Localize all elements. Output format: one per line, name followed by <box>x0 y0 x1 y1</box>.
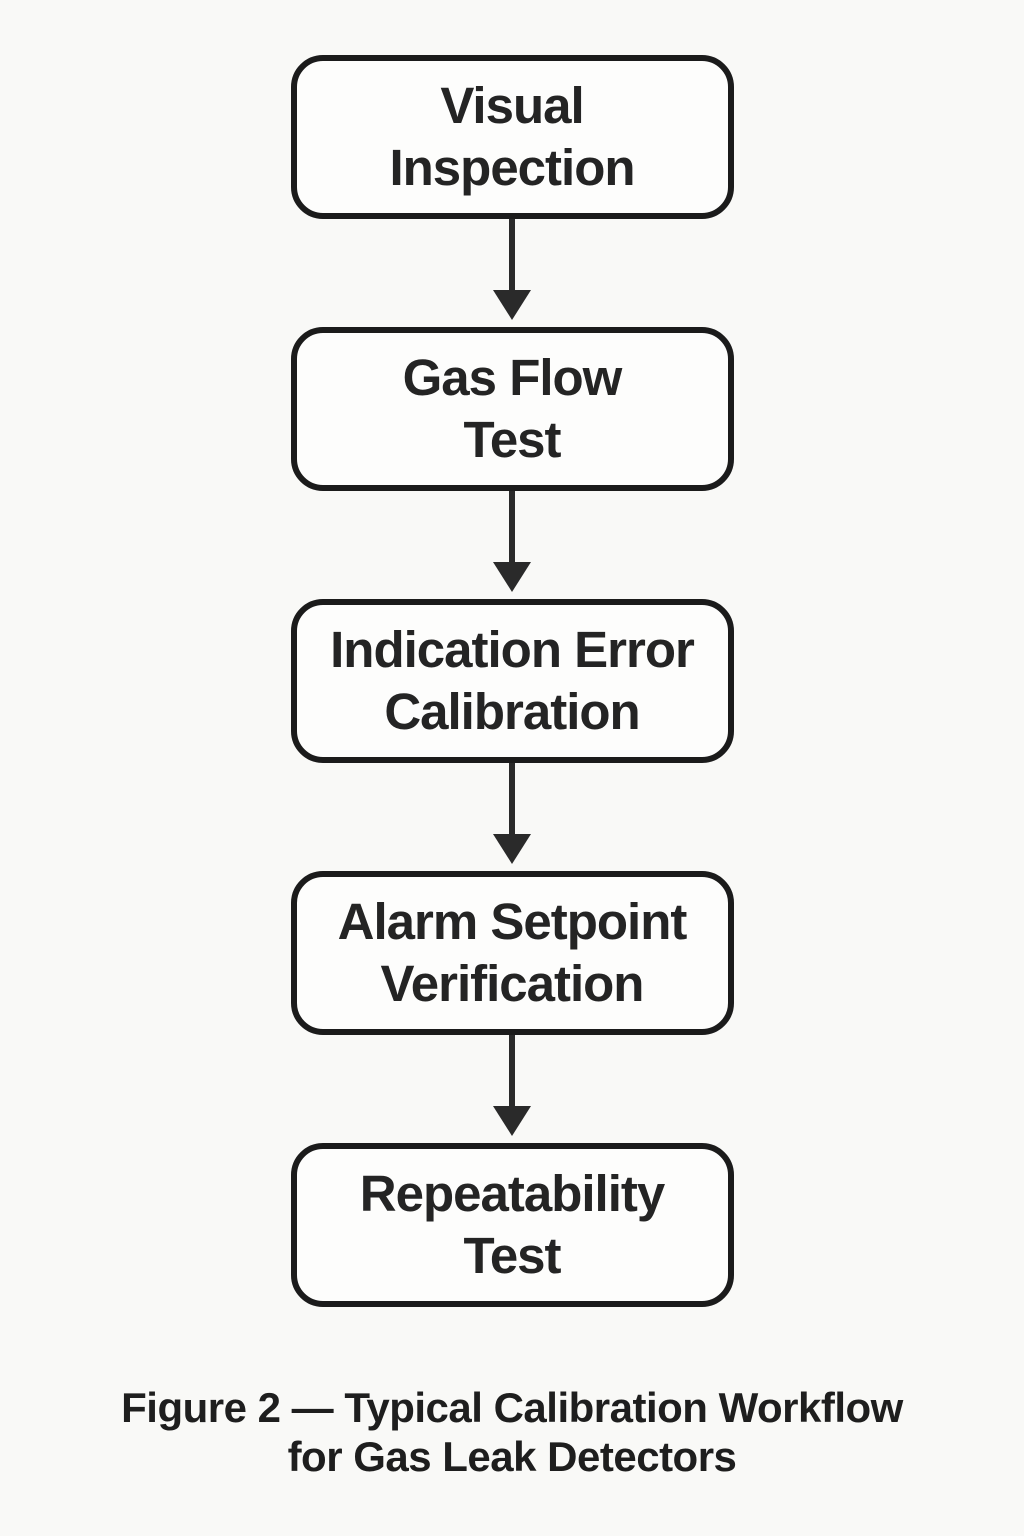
flow-node-gas-flow-test: Gas Flow Test <box>290 327 734 491</box>
figure-caption-line-2: for Gas Leak Detectors <box>287 1433 737 1480</box>
arrow-down-icon <box>493 219 531 320</box>
node-label-line: Visual <box>440 77 584 134</box>
arrow-down-icon <box>493 491 531 592</box>
node-label-line: Calibration <box>384 683 640 740</box>
node-label-line: Alarm Setpoint <box>337 893 688 950</box>
node-label-line: Gas Flow <box>402 349 623 406</box>
node-label-line: Test <box>463 1227 561 1284</box>
flow-node-repeatability-test: Repeatability Test <box>290 1143 734 1307</box>
figure-caption-line-1: Figure 2 — Typical Calibration Workflow <box>121 1384 903 1431</box>
node-label-line: Verification <box>380 955 645 1012</box>
flow-node-indication-error-calibration: Indication Error Calibration <box>290 599 734 763</box>
node-label-line: Inspection <box>389 139 635 196</box>
node-label-line: Repeatability <box>359 1165 665 1222</box>
flow-node-visual-inspection: Visual Inspection <box>290 55 734 219</box>
arrow-down-icon <box>493 1035 531 1136</box>
arrow-down-icon <box>493 763 531 864</box>
flow-node-alarm-setpoint-verification: Alarm Setpoint Verification <box>290 871 734 1035</box>
node-label-line: Indication Error <box>330 621 695 678</box>
calibration-workflow-flowchart: Visual Inspection Gas Flow Test Indicati… <box>290 0 734 1307</box>
figure-caption: Figure 2 — Typical Calibration Workflow … <box>121 1383 903 1481</box>
node-label-line: Test <box>463 411 561 468</box>
